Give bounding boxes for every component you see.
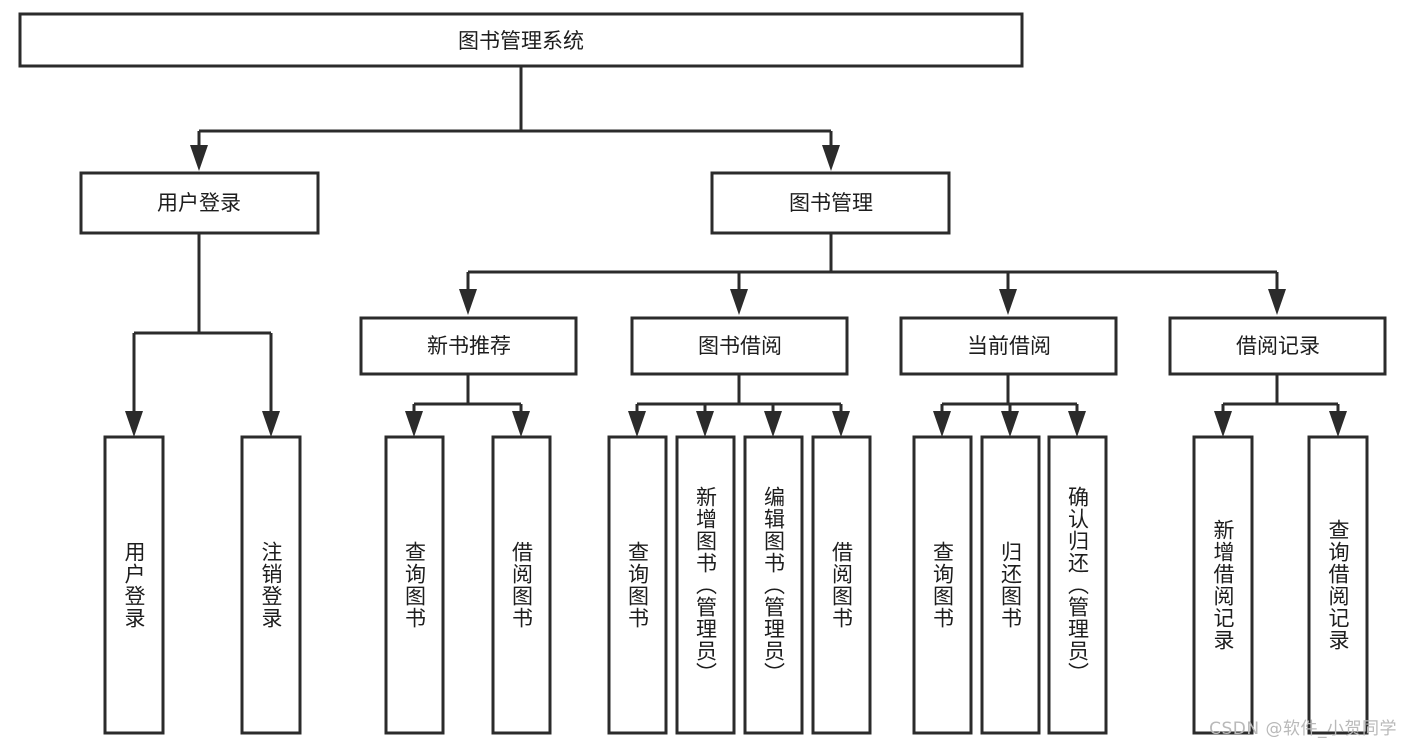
- node-book-management-label: 图书管理: [789, 191, 873, 215]
- leaf-box-current-borrow-0[interactable]: [912, 435, 973, 735]
- leaf-box-current-borrow-1[interactable]: [980, 435, 1041, 735]
- node-current-borrow[interactable]: 当前借阅: [899, 316, 1118, 376]
- connector-root-to-level2: [190, 66, 840, 171]
- node-book-management[interactable]: 图书管理: [710, 171, 951, 235]
- node-user-login-label: 用户登录: [157, 191, 241, 215]
- connector-current-to-leaves: [933, 374, 1086, 437]
- leaf-boxes-user-login: [103, 435, 302, 735]
- leaf-box-new-book-0[interactable]: [384, 435, 445, 735]
- leaf-boxes-current-borrow: [912, 435, 1108, 735]
- node-root-label: 图书管理系统: [458, 29, 584, 53]
- connector-userlogin-to-leaves: [125, 233, 280, 437]
- node-root[interactable]: 图书管理系统: [18, 12, 1024, 68]
- leaf-boxes-book-borrow: [607, 435, 872, 735]
- leaf-boxes-new-book: [384, 435, 552, 735]
- leaf-box-new-book-1[interactable]: [491, 435, 552, 735]
- leaf-boxes-borrow-records: [1192, 435, 1369, 735]
- node-user-login[interactable]: 用户登录: [79, 171, 320, 235]
- leaf-box-book-borrow-0[interactable]: [607, 435, 668, 735]
- node-current-borrow-label: 当前借阅: [967, 334, 1051, 358]
- leaf-box-current-borrow-2[interactable]: [1047, 435, 1108, 735]
- leaf-box-user-login-0[interactable]: [103, 435, 165, 735]
- node-borrow-records[interactable]: 借阅记录: [1168, 316, 1387, 376]
- node-book-borrow[interactable]: 图书借阅: [630, 316, 849, 376]
- node-new-book-recommend[interactable]: 新书推荐: [359, 316, 578, 376]
- leaf-box-book-borrow-2[interactable]: [743, 435, 804, 735]
- leaf-box-book-borrow-3[interactable]: [811, 435, 872, 735]
- connector-records-to-leaves: [1214, 374, 1347, 437]
- node-book-borrow-label: 图书借阅: [698, 334, 782, 358]
- leaf-box-borrow-records-0[interactable]: [1192, 435, 1254, 735]
- connector-newbook-to-leaves: [405, 374, 530, 437]
- connector-bookmgmt-to-level3: [459, 233, 1286, 315]
- watermark-text: CSDN @软件_小贺同学: [1209, 719, 1397, 739]
- leaf-box-book-borrow-1[interactable]: [675, 435, 736, 735]
- leaf-box-user-login-1[interactable]: [240, 435, 302, 735]
- node-borrow-records-label: 借阅记录: [1236, 334, 1320, 358]
- leaf-box-borrow-records-1[interactable]: [1307, 435, 1369, 735]
- node-new-book-recommend-label: 新书推荐: [427, 334, 511, 358]
- connector-borrow-to-leaves: [628, 374, 850, 437]
